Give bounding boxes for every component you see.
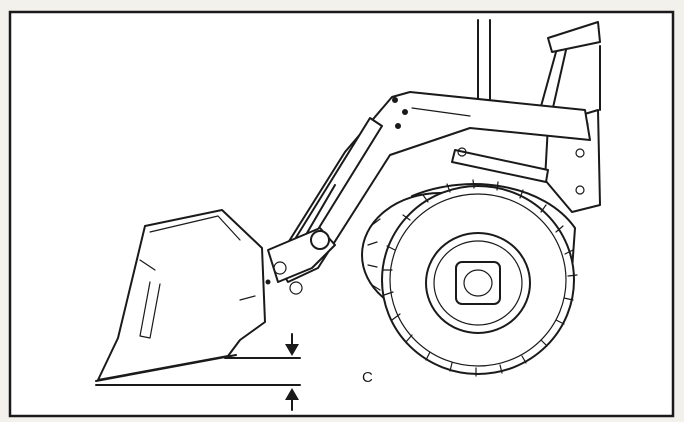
cab-structure [477, 19, 601, 113]
dimension-arrows [285, 333, 299, 411]
fender [411, 183, 576, 299]
bucket-linkage [265, 227, 336, 295]
bucket-cutting-edge [95, 354, 237, 382]
dimension-label: C [362, 369, 373, 386]
front-wheel-rim [425, 232, 531, 334]
bucket [97, 209, 266, 381]
lift-cylinder [451, 149, 549, 183]
